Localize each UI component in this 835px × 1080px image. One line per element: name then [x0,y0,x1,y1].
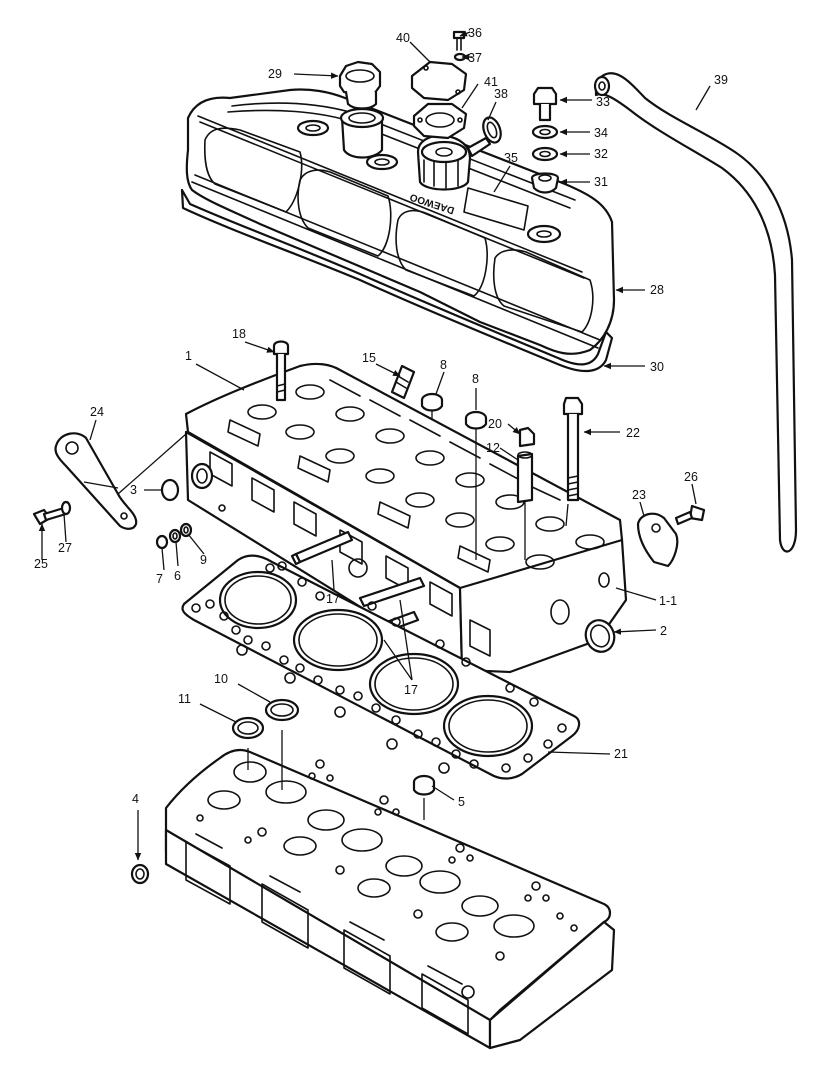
callout-18: 18 [232,327,246,341]
callout-4: 4 [132,792,139,806]
small-plug [155,534,169,550]
callout-40: 40 [396,31,410,45]
long-head-bolt [562,396,584,502]
lifting-bracket-rear [636,512,679,568]
callout-15: 15 [362,351,376,365]
injector-sleeve [516,451,534,504]
block-side-plug [130,863,150,885]
callout-37: 37 [468,51,482,65]
callout-1-1: 1-1 [659,594,677,608]
callout-22: 22 [626,426,640,440]
callout-35: 35 [504,151,518,165]
cover-bolt [532,86,558,122]
callout-31: 31 [594,175,608,189]
small-washer [168,528,182,544]
callout-26: 26 [684,470,698,484]
callout-8b: 8 [472,372,479,386]
rear-seal-ring [584,619,616,653]
callout-12: 12 [486,441,500,455]
callout-24: 24 [90,405,104,419]
cover-bolt-washer [531,124,559,140]
cylinder-head-stud [290,530,426,644]
callout-36: 36 [468,26,482,40]
block-plug [412,774,436,796]
callout-23: 23 [632,488,646,502]
callout-30: 30 [650,360,664,374]
callout-20: 20 [488,417,502,431]
callout-27: 27 [58,541,72,555]
injector-nozzle [518,426,536,448]
side-plug [160,478,180,502]
callout-8a: 8 [440,358,447,372]
rocker-stud [390,364,416,400]
callout-11: 11 [178,692,191,706]
callout-21: 21 [614,747,628,761]
callout-38: 38 [494,87,508,101]
callout-39: 39 [714,73,728,87]
bracket-washer [60,500,72,516]
breather-cover-plate [410,60,468,102]
callout-17b: 17 [404,683,418,697]
small-seal [179,522,193,538]
callout-29: 29 [268,67,282,81]
lifting-bracket-front [54,432,138,530]
callout-17a: 17 [326,592,340,606]
injector-seal-washer [231,716,265,740]
injector-seal-ring [264,698,300,722]
callout-9: 9 [200,553,207,567]
callout-1: 1 [185,349,192,363]
cover-bolt-grommet [530,172,560,194]
rocker-cover: DAEWOO [180,88,616,373]
oil-filler-cap [338,60,382,110]
callout-6: 6 [174,569,181,583]
head-bolt [272,340,290,402]
callout-41: 41 [484,75,498,89]
breather-hose [593,72,798,553]
callout-7: 7 [156,572,163,586]
callout-5: 5 [458,795,465,809]
callout-2: 2 [660,624,667,638]
callout-25: 25 [34,557,48,571]
callout-32: 32 [594,147,608,161]
expansion-plug [420,392,488,430]
cylinder-block-lower [164,748,616,1050]
callout-10: 10 [214,672,228,686]
callout-28: 28 [650,283,664,297]
callout-33: 33 [596,95,610,109]
cover-bolt-seal [531,146,559,162]
breather-gasket [412,102,468,140]
callout-34: 34 [594,126,608,140]
head-gasket [181,554,581,780]
breather-seal [482,116,502,144]
rear-bracket-bolt [674,504,706,526]
callout-3: 3 [130,483,137,497]
